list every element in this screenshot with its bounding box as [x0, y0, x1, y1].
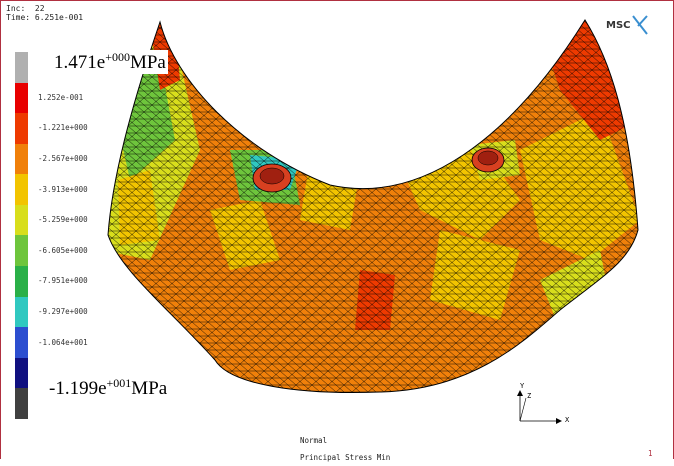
msc-logo-icon — [632, 15, 648, 35]
view-mode-label: Normal — [300, 436, 328, 445]
legend-color-bar — [15, 52, 28, 419]
legend-swatch — [15, 113, 28, 144]
axis-y-label: Y — [520, 382, 525, 390]
legend-tick-label: -5.259e+000 — [38, 215, 88, 225]
legend-swatch — [15, 235, 28, 267]
legend-tick-label: 1.252e-001 — [38, 92, 84, 102]
legend-swatch — [15, 174, 28, 205]
increment-time-info: Inc: 22 Time: 6.251e-001 — [6, 4, 83, 22]
legend-tick-label: -2.567e+000 — [38, 154, 88, 164]
legend-swatch — [15, 327, 28, 358]
page-number: 1 — [648, 449, 653, 458]
axis-triad-icon — [517, 390, 562, 424]
frame-top-border — [0, 0, 674, 1]
legend-swatch — [15, 266, 28, 297]
legend-max-unit: MPa — [129, 52, 166, 73]
legend-max-value: 1.471e+000MPa — [52, 50, 168, 74]
time-value: 6.251e-001 — [34, 13, 84, 22]
legend-tick-label: -3.913e+000 — [38, 184, 88, 194]
legend-tick-label: -9.297e+000 — [38, 306, 88, 316]
axis-x-label: X — [565, 416, 570, 424]
legend-swatch — [15, 143, 28, 175]
legend-max-mantissa: 1.471e — [54, 52, 106, 73]
legend-swatch — [15, 357, 28, 389]
legend-min-mantissa: -1.199e — [49, 378, 107, 399]
time-label: Time: — [6, 13, 31, 22]
legend-min-exponent: +001 — [106, 376, 132, 390]
legend-swatch — [15, 296, 28, 328]
legend-swatch — [15, 388, 28, 419]
right-hole — [471, 147, 505, 173]
left-hole — [252, 163, 292, 193]
plot-footer: Normal Principal Stress Min — [300, 432, 390, 466]
legend-tick-label: -7.951e+000 — [38, 276, 88, 286]
legend-swatch — [15, 52, 28, 83]
legend-min-value: -1.199e+001MPa — [47, 376, 170, 400]
legend-tick-label: -1.221e+000 — [38, 123, 88, 133]
legend-min-unit: MPa — [131, 378, 168, 399]
inc-value: 22 — [34, 4, 45, 13]
legend-swatch — [15, 82, 28, 114]
legend-tick-label: -1.064e+001 — [38, 337, 88, 347]
result-type-label: Principal Stress Min — [300, 453, 391, 462]
legend-tick-label: -6.605e+000 — [38, 245, 88, 255]
legend-max-exponent: +000 — [105, 50, 130, 64]
axis-z-label: Z — [527, 392, 532, 400]
frame-left-border — [0, 0, 1, 459]
legend-swatch — [15, 204, 28, 236]
msc-logo: MSC — [606, 20, 631, 31]
inc-label: Inc: — [6, 4, 26, 13]
